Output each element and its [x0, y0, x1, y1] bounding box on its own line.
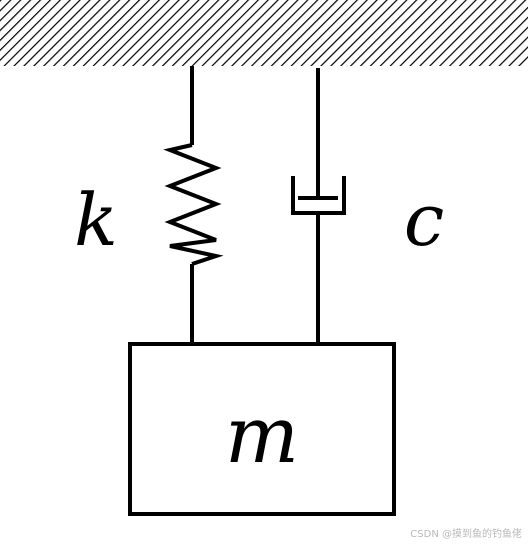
- spring: [163, 66, 224, 344]
- spring-coil: [163, 143, 224, 266]
- damping-coefficient-label: c: [404, 178, 444, 262]
- mass-label: m: [225, 391, 299, 481]
- fixed-support-hatched: [0, 0, 528, 66]
- spring-constant-label: k: [74, 178, 118, 262]
- damper: [291, 68, 346, 344]
- watermark: CSDN @摸到鱼的钓鱼佬: [410, 529, 522, 540]
- mass-block: [128, 342, 396, 516]
